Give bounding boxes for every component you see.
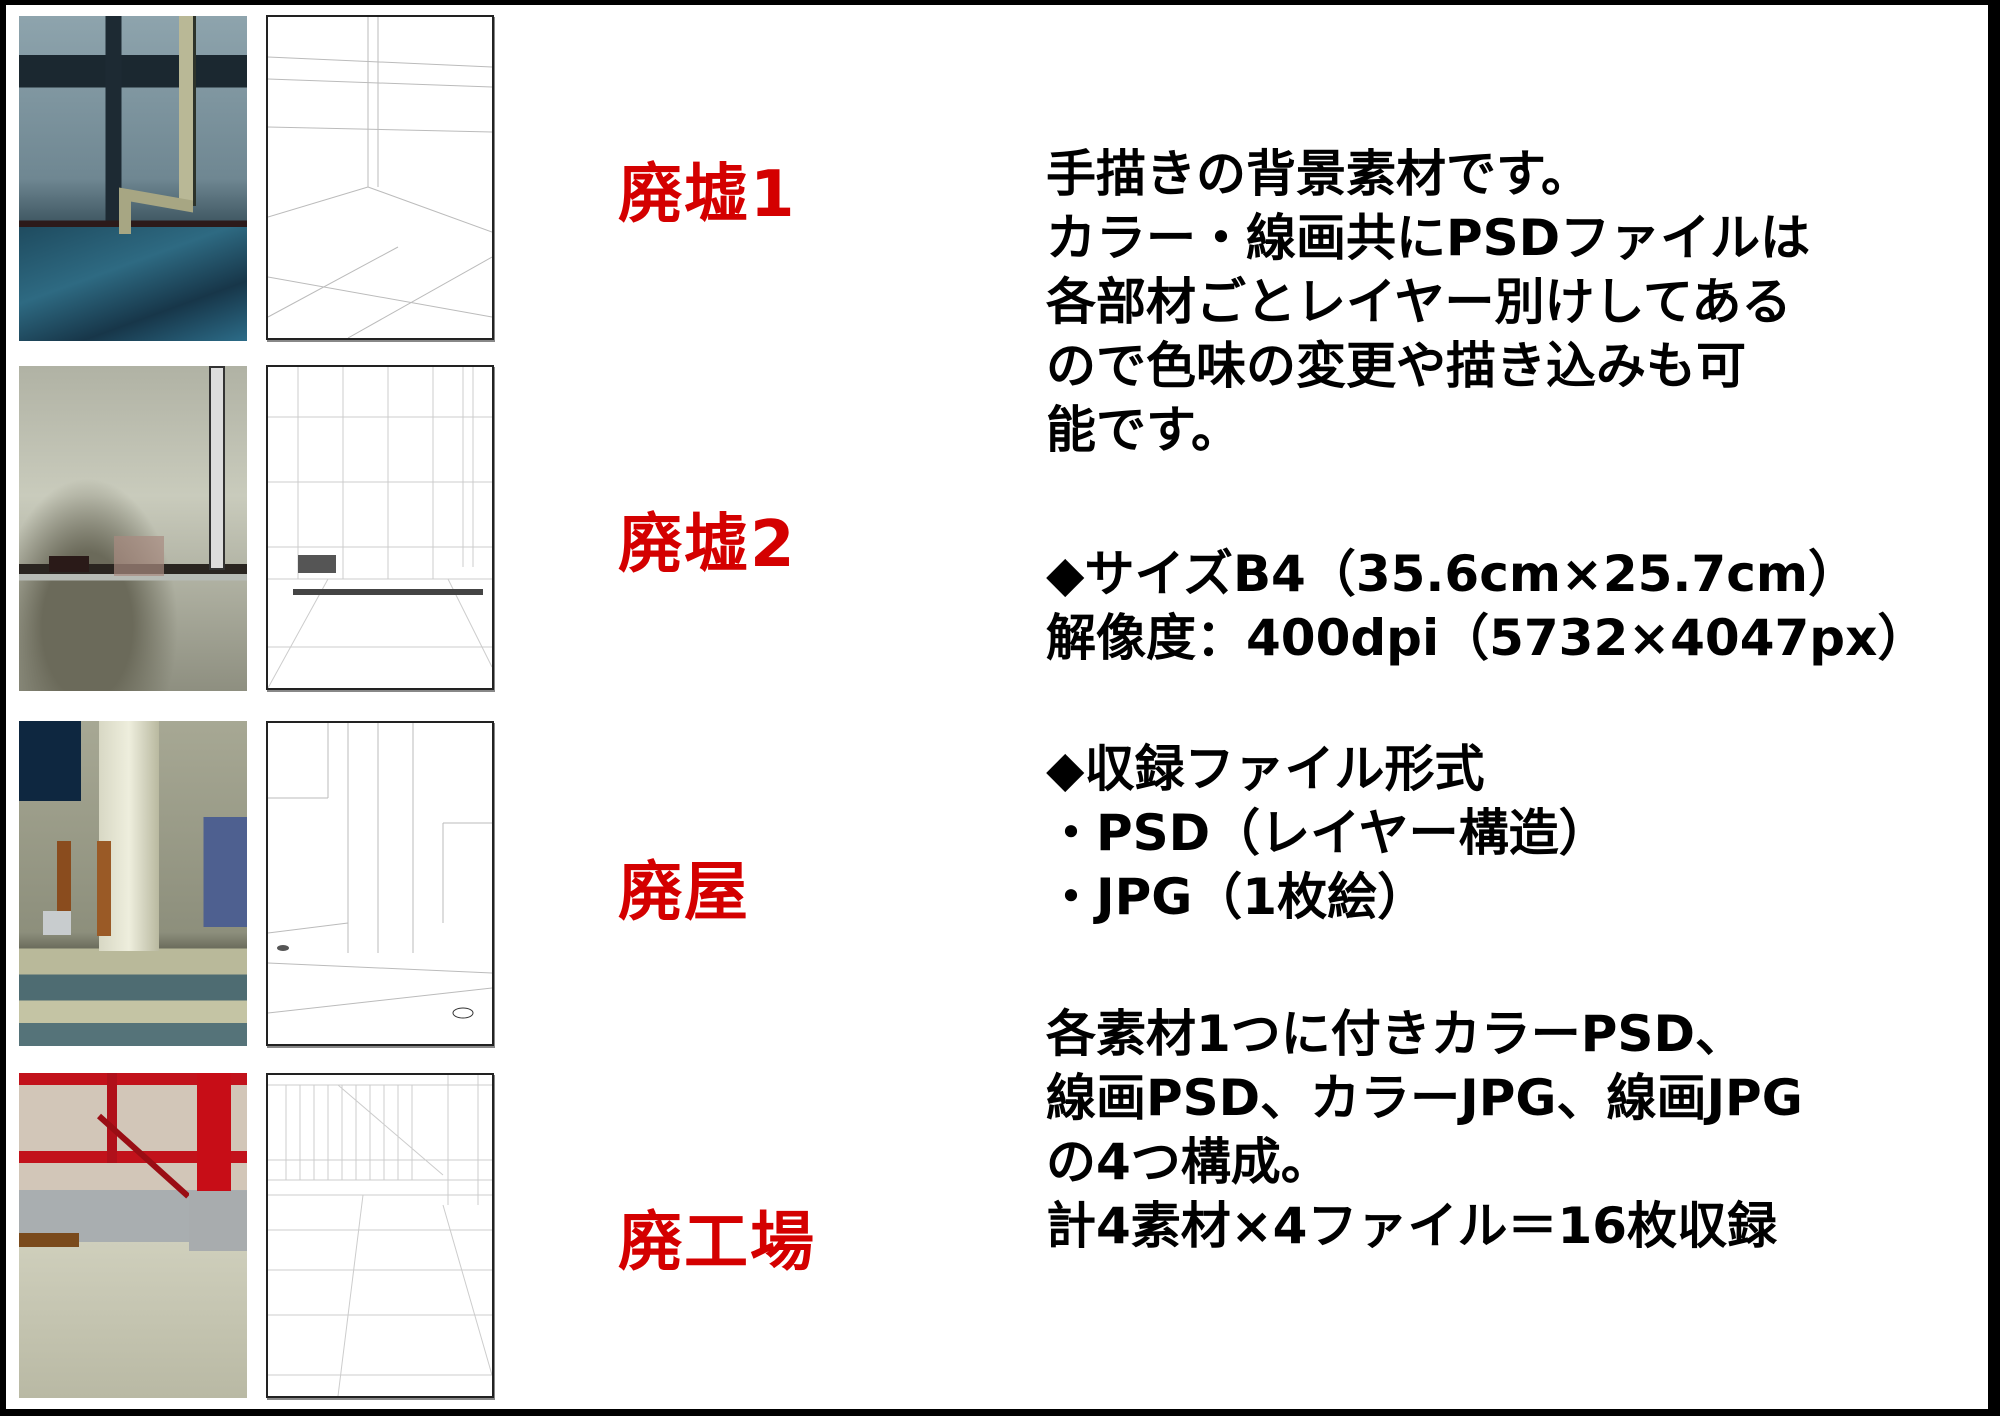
file-formats: ◆収録ファイル形式 ・PSD（レイヤー構造） ・JPG（1枚絵）: [1046, 737, 1609, 929]
abandoned-house-color-thumbnail: [19, 721, 247, 1046]
format-item-psd: ・PSD（レイヤー構造）: [1046, 804, 1609, 862]
ruins-1-lineart-thumbnail: [266, 15, 494, 340]
ruins-2-color-thumbnail: [19, 366, 247, 691]
material-label-ruins-2: 廃墟2: [618, 508, 797, 582]
description-line: 能です。: [1046, 401, 1241, 459]
contents-total: 計4素材×4ファイル＝16枚収録: [1046, 1197, 1778, 1255]
vent-graphic: [49, 556, 89, 572]
box-graphic: [43, 911, 71, 935]
material-label-abandoned-house: 廃屋: [618, 856, 750, 930]
contents-line: 各素材1つに付きカラーPSD、: [1046, 1005, 1745, 1063]
stain-graphic: [114, 536, 164, 576]
description-line: 各部材ごとレイヤー別けしてある: [1046, 273, 1792, 331]
formats-heading: ◆収録ファイル形式: [1046, 740, 1485, 798]
bench-graphic: [19, 1233, 79, 1247]
pipe-graphic: [209, 366, 225, 570]
abandoned-factory-color-thumbnail: [19, 1073, 247, 1398]
beam-graphic: [19, 1073, 247, 1085]
column-graphic: [197, 1073, 231, 1193]
board-graphic: [97, 841, 111, 936]
description-line: カラー・線画共にPSDファイルは: [1046, 209, 1811, 267]
concrete-block-graphic: [189, 1191, 247, 1251]
size-spec: ◆サイズB4（35.6cm×25.7cm） 解像度：400dpi（5732×40…: [1046, 542, 1927, 670]
size-line: ◆サイズB4（35.6cm×25.7cm）: [1046, 545, 1858, 603]
material-label-abandoned-factory: 廃工場: [618, 1206, 816, 1280]
board-graphic: [57, 841, 71, 921]
contents-line: 線画PSD、カラーJPG、線画JPG: [1046, 1069, 1803, 1127]
abandoned-house-lineart-thumbnail: [266, 721, 494, 1046]
contents-line: の4つ構成。: [1046, 1133, 1331, 1191]
resolution-line: 解像度：400dpi（5732×4047px）: [1046, 609, 1928, 667]
lineart-drawing: [268, 367, 492, 688]
contents-summary: 各素材1つに付きカラーPSD、 線画PSD、カラーJPG、線画JPG の4つ構成…: [1046, 1002, 1803, 1258]
product-info-sheet: 廃墟1 廃墟2: [6, 5, 1988, 1409]
ruins-1-color-thumbnail: [19, 16, 247, 341]
pipe-graphic: [179, 16, 196, 206]
description-line: 手描きの背景素材です。: [1046, 145, 1591, 203]
ruins-2-lineart-thumbnail: [266, 365, 494, 690]
beam-graphic: [19, 1151, 247, 1163]
format-item-jpg: ・JPG（1枚絵）: [1046, 868, 1428, 926]
pipe-graphic: [119, 194, 131, 234]
lineart-drawing: [268, 17, 492, 338]
description-intro: 手描きの背景素材です。 カラー・線画共にPSDファイルは 各部材ごとレイヤー別け…: [1046, 142, 1810, 462]
abandoned-factory-lineart-thumbnail: [266, 1073, 494, 1398]
lineart-drawing: [268, 723, 492, 1019]
post-graphic: [107, 1073, 117, 1163]
material-label-ruins-1: 廃墟1: [618, 158, 797, 232]
description-line: ので色味の変更や描き込みも可: [1046, 337, 1746, 395]
lineart-drawing: [268, 1075, 492, 1396]
